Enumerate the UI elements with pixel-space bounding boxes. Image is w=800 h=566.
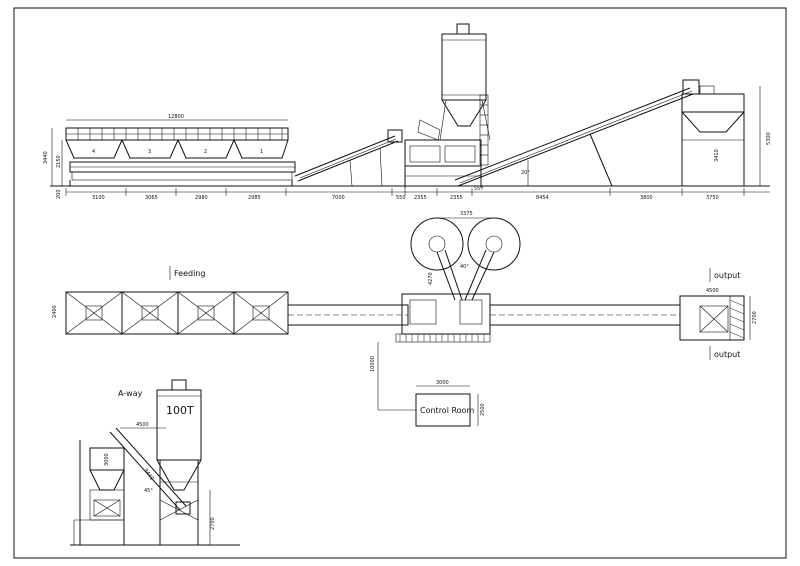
dim-control-height: 2500 — [480, 403, 486, 416]
dim-feeder-width: 2400 — [52, 305, 58, 318]
svg-text:2: 2 — [204, 149, 207, 155]
dim-side-height-a: 3000 — [104, 453, 110, 466]
dim-output-width: 4500 — [706, 288, 719, 294]
silo-100t: 100T — [156, 379, 202, 545]
side-view: A-way 100T 9440 45° — [70, 379, 240, 546]
feeder-bins-plan: 2400 — [52, 291, 289, 335]
dim-bottom-10: 3800 — [640, 195, 653, 201]
label-output-top: output — [714, 271, 740, 280]
label-feeding: Feeding — [174, 269, 205, 278]
label-silo-capacity: 100T — [166, 404, 194, 417]
label-view-a: A-way — [118, 389, 143, 398]
dim-cement-spacing: 3375 — [460, 211, 473, 217]
dim-bottom-1: 3100 — [92, 195, 105, 201]
dim-base: 200 — [56, 189, 62, 199]
svg-text:4: 4 — [92, 149, 95, 155]
mixer-station — [404, 119, 482, 188]
inclined-belt-2: 20° — [454, 79, 700, 187]
dim-bottom-6: 550 — [396, 195, 406, 201]
dim-height-left: 3440 — [43, 151, 49, 164]
svg-text:3: 3 — [148, 149, 151, 155]
dim-side-base: 2700 — [210, 517, 216, 530]
dim-side-width: 4500 — [136, 422, 149, 428]
svg-text:1: 1 — [260, 149, 263, 155]
cement-silos-plan: 3375 40° 4270 — [410, 211, 521, 301]
dim-right-height: 5300 — [766, 132, 772, 145]
dim-bottom-7: 2355 — [414, 195, 427, 201]
mixer-plan — [395, 293, 491, 343]
dim-control-width: 3000 — [436, 380, 449, 386]
inclined-belt-1 — [294, 129, 403, 187]
drawing-frame — [13, 7, 787, 559]
aggregate-bins: 4 3 2 1 — [65, 127, 296, 186]
dim-bottom-3: 2980 — [195, 195, 208, 201]
screw-conveyor: 9440 45° — [109, 427, 191, 515]
dim-side-angle: 45° — [144, 488, 153, 494]
cement-silo — [439, 23, 491, 166]
dim-output-depth: 2700 — [752, 311, 758, 324]
dim-control-offset: 10000 — [370, 356, 376, 372]
dim-belt-small: 557 — [474, 186, 484, 192]
dim-right-inner: 3410 — [714, 149, 720, 162]
elevation-dimensions: 12800 3440 2150 200 5300 3410 3100 3065 … — [43, 86, 772, 201]
storage-hopper — [681, 85, 745, 186]
dim-bottom-4: 2985 — [248, 195, 261, 201]
dim-plan-angle: 40° — [460, 264, 469, 270]
dim-cement-offset: 4270 — [428, 272, 434, 285]
dim-bottom-11: 3750 — [706, 195, 719, 201]
dim-bottom-8: 2355 — [450, 195, 463, 201]
control-room: 10000 Control Room 3000 2500 — [370, 342, 486, 427]
dim-bottom-9: 8454 — [536, 195, 549, 201]
plan-view: Feeding 2400 — [52, 211, 758, 427]
belt-plan — [287, 304, 681, 326]
dim-height-mid: 2150 — [56, 155, 62, 168]
dim-total-length: 12800 — [168, 114, 184, 120]
dim-bottom-2: 3065 — [145, 195, 158, 201]
elevation-view: 4 3 2 1 — [43, 23, 772, 201]
label-control-room: Control Room — [420, 406, 474, 415]
svg-text:20°: 20° — [521, 170, 530, 176]
dim-bottom-5: 7000 — [332, 195, 345, 201]
weighing-structure: 3000 — [73, 440, 125, 545]
output-plan: output output 4500 2700 — [679, 268, 758, 360]
label-output-bottom: output — [714, 350, 740, 359]
